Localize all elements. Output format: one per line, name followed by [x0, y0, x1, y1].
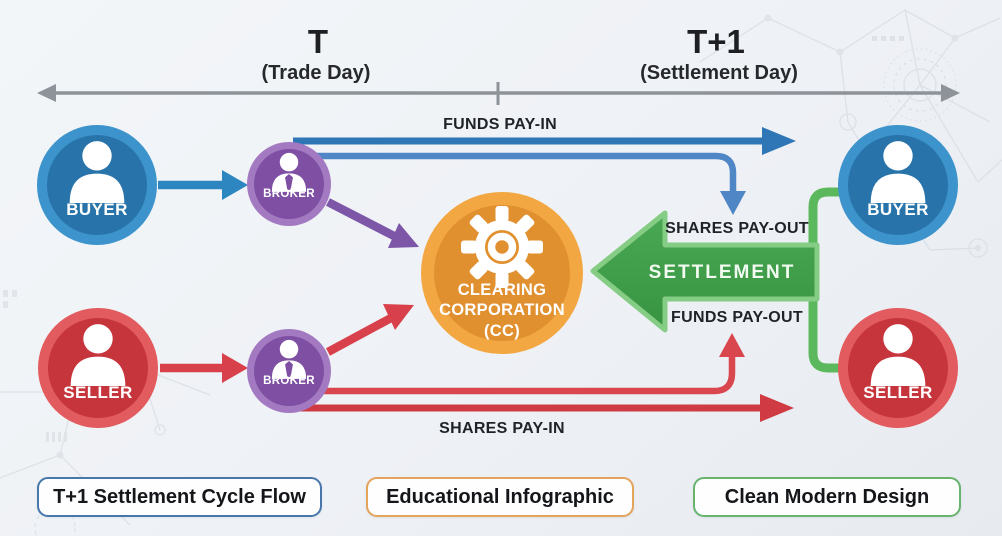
seller-left-label: SELLER [63, 383, 132, 402]
arrowhead-right-icon [760, 394, 794, 422]
arrowhead-right-icon [222, 170, 248, 200]
clearing-corporation-node: CLEARING CORPORATION (CC) [421, 192, 583, 354]
funds-pay-out-label: FUNDS PAY-OUT [671, 309, 803, 326]
arrowhead-right-icon [762, 127, 796, 155]
broker-top-node: BROKER [247, 142, 331, 226]
timeline-right-arrowhead-icon [941, 84, 960, 102]
seller-left-node: SELLER [38, 308, 158, 428]
funds-pay-out-arrow [299, 333, 745, 395]
settlement-label: SETTLEMENT [649, 262, 796, 283]
cc-label-line2: CORPORATION [439, 301, 565, 319]
settlement-day-symbol: T+1 [687, 23, 745, 60]
arrowhead-icon [388, 223, 419, 248]
cc-label-line1: CLEARING [458, 281, 547, 299]
shares-pay-in-label: SHARES PAY-IN [439, 420, 565, 437]
settlement-arrow [590, 210, 820, 333]
buyer-to-broker-arrow [158, 170, 248, 200]
seller-right-label: SELLER [863, 383, 932, 402]
shares-pay-in-arrow [296, 394, 794, 422]
sparkle-icon [973, 508, 981, 520]
timeline-axis [37, 82, 960, 105]
broker-to-cc-arrow-top [326, 198, 419, 248]
buyer-left-label: BUYER [66, 200, 128, 219]
arrowhead-icon [383, 304, 414, 330]
seller-to-broker-arrow [160, 353, 248, 383]
seller-right-node: SELLER [838, 308, 958, 428]
broker-to-cc-arrow-bottom [325, 304, 414, 356]
badge-clean-modern-design: Clean Modern Design [693, 477, 961, 517]
arrowhead-up-icon [719, 333, 745, 357]
arrowhead-down-icon [720, 191, 746, 215]
broker-bottom-label: BROKER [263, 375, 315, 387]
funds-pay-in-arrow [293, 127, 796, 155]
buyer-right-label: BUYER [867, 200, 929, 219]
settlement-day-label: (Settlement Day) [640, 62, 798, 84]
shares-pay-out-arrow [293, 152, 746, 215]
buyer-right-node: BUYER [838, 125, 958, 245]
gear-icon [461, 206, 543, 288]
arrowhead-right-icon [222, 353, 248, 383]
shares-pay-out-label: SHARES PAY-OUT [665, 220, 809, 237]
timeline-left-arrowhead-icon [37, 84, 56, 102]
cc-label-line3: (CC) [484, 322, 520, 340]
buyer-left-node: BUYER [37, 125, 157, 245]
trade-day-label: (Trade Day) [262, 62, 371, 84]
broker-top-label: BROKER [263, 188, 315, 200]
badge-settlement-cycle-flow: T+1 Settlement Cycle Flow [37, 477, 322, 517]
funds-pay-in-label: FUNDS PAY-IN [443, 116, 557, 133]
badge-educational-infographic: Educational Infographic [366, 477, 634, 517]
trade-day-symbol: T [308, 23, 328, 60]
broker-bottom-node: BROKER [247, 329, 331, 413]
